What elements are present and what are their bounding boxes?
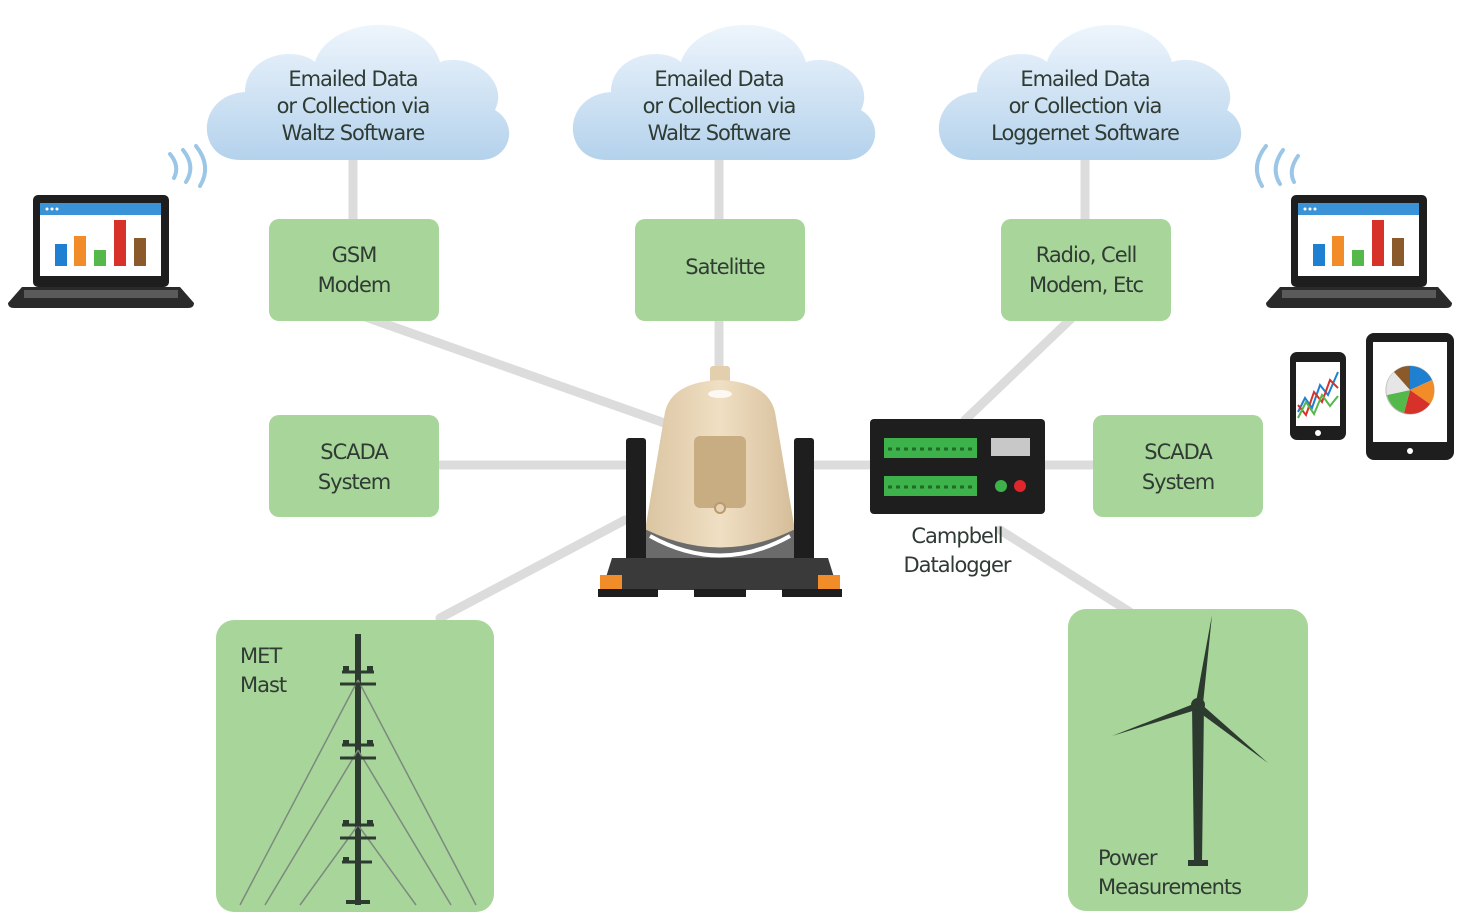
- cloud-middle-label: Emailed Data or Collection via Waltz Sof…: [619, 66, 819, 147]
- box-text-line: SCADA: [320, 440, 389, 464]
- met-mast-line: Mast: [240, 673, 287, 697]
- datalogger-line: Campbell: [911, 524, 1003, 548]
- wireless-signal-icon: [168, 144, 208, 188]
- cloud-left: [206, 24, 510, 161]
- laptop-bar-chart-icon: [8, 195, 194, 308]
- satellite-box: [635, 219, 805, 321]
- box-text-line: GSM: [331, 243, 378, 267]
- tablet-pie-chart-icon: [1366, 333, 1454, 460]
- cloud-text-line: or Collection via: [1008, 94, 1163, 118]
- box-text-line: System: [317, 470, 391, 494]
- power-line: Power: [1098, 846, 1158, 870]
- satellite-label: Satelitte: [640, 252, 810, 282]
- cloud-text-line: Emailed Data: [654, 67, 784, 91]
- smartphone-line-chart-icon: [1290, 352, 1346, 440]
- cloud-left-label: Emailed Data or Collection via Waltz Sof…: [253, 66, 453, 147]
- radio-label: Radio, Cell Modem, Etc: [1001, 240, 1171, 300]
- scada-left-label: SCADA System: [269, 437, 439, 497]
- connector-gsm-lidar: [355, 310, 675, 430]
- box-text-line: System: [1141, 470, 1215, 494]
- connector-radio-logger: [960, 310, 1080, 425]
- cloud-right-label: Emailed Data or Collection via Loggernet…: [975, 66, 1195, 147]
- met-mast-label: MET Mast: [240, 642, 287, 700]
- cloud-text-line: Waltz Software: [281, 121, 426, 145]
- met-mast-tower-icon: [239, 634, 477, 906]
- box-text-line: Satelitte: [685, 255, 765, 279]
- datalogger-label: Campbell Datalogger: [882, 522, 1032, 580]
- cloud-text-line: Waltz Software: [647, 121, 792, 145]
- power-measurements-label: Power Measurements: [1098, 844, 1242, 902]
- cloud-text-line: Emailed Data: [1020, 67, 1150, 91]
- met-mast-line: MET: [240, 644, 282, 668]
- power-line: Measurements: [1098, 875, 1242, 899]
- box-text-line: SCADA: [1144, 440, 1213, 464]
- gsm-modem-label: GSM Modem: [269, 240, 439, 300]
- power-box: [1068, 609, 1308, 911]
- connectors: [348, 145, 1135, 623]
- cloud-text-line: or Collection via: [276, 94, 431, 118]
- scada-right-label: SCADA System: [1093, 437, 1263, 497]
- box-text-line: Modem, Etc: [1028, 273, 1144, 297]
- wind-turbine-icon: [1112, 615, 1268, 866]
- wireless-signal-icon: [1254, 144, 1300, 188]
- gsm-modem-box: [269, 219, 439, 321]
- cloud-text-line: or Collection via: [642, 94, 797, 118]
- connector-logger-power: [995, 525, 1135, 617]
- datalogger-line: Datalogger: [903, 553, 1011, 577]
- box-text-line: Modem: [317, 273, 392, 297]
- cloud-middle: [572, 24, 876, 161]
- datalogger-icon: [870, 419, 1045, 514]
- cloud-right: [938, 24, 1242, 161]
- lidar-unit-icon: [598, 366, 842, 597]
- cloud-text-line: Loggernet Software: [991, 121, 1180, 145]
- cloud-text-line: Emailed Data: [288, 67, 418, 91]
- scada-right-box: [1093, 415, 1263, 517]
- scada-left-box: [269, 415, 439, 517]
- radio-box: [1001, 219, 1171, 321]
- laptop-bar-chart-icon: [1266, 195, 1452, 308]
- connector-met-lidar: [435, 515, 630, 623]
- box-text-line: Radio, Cell: [1035, 243, 1138, 267]
